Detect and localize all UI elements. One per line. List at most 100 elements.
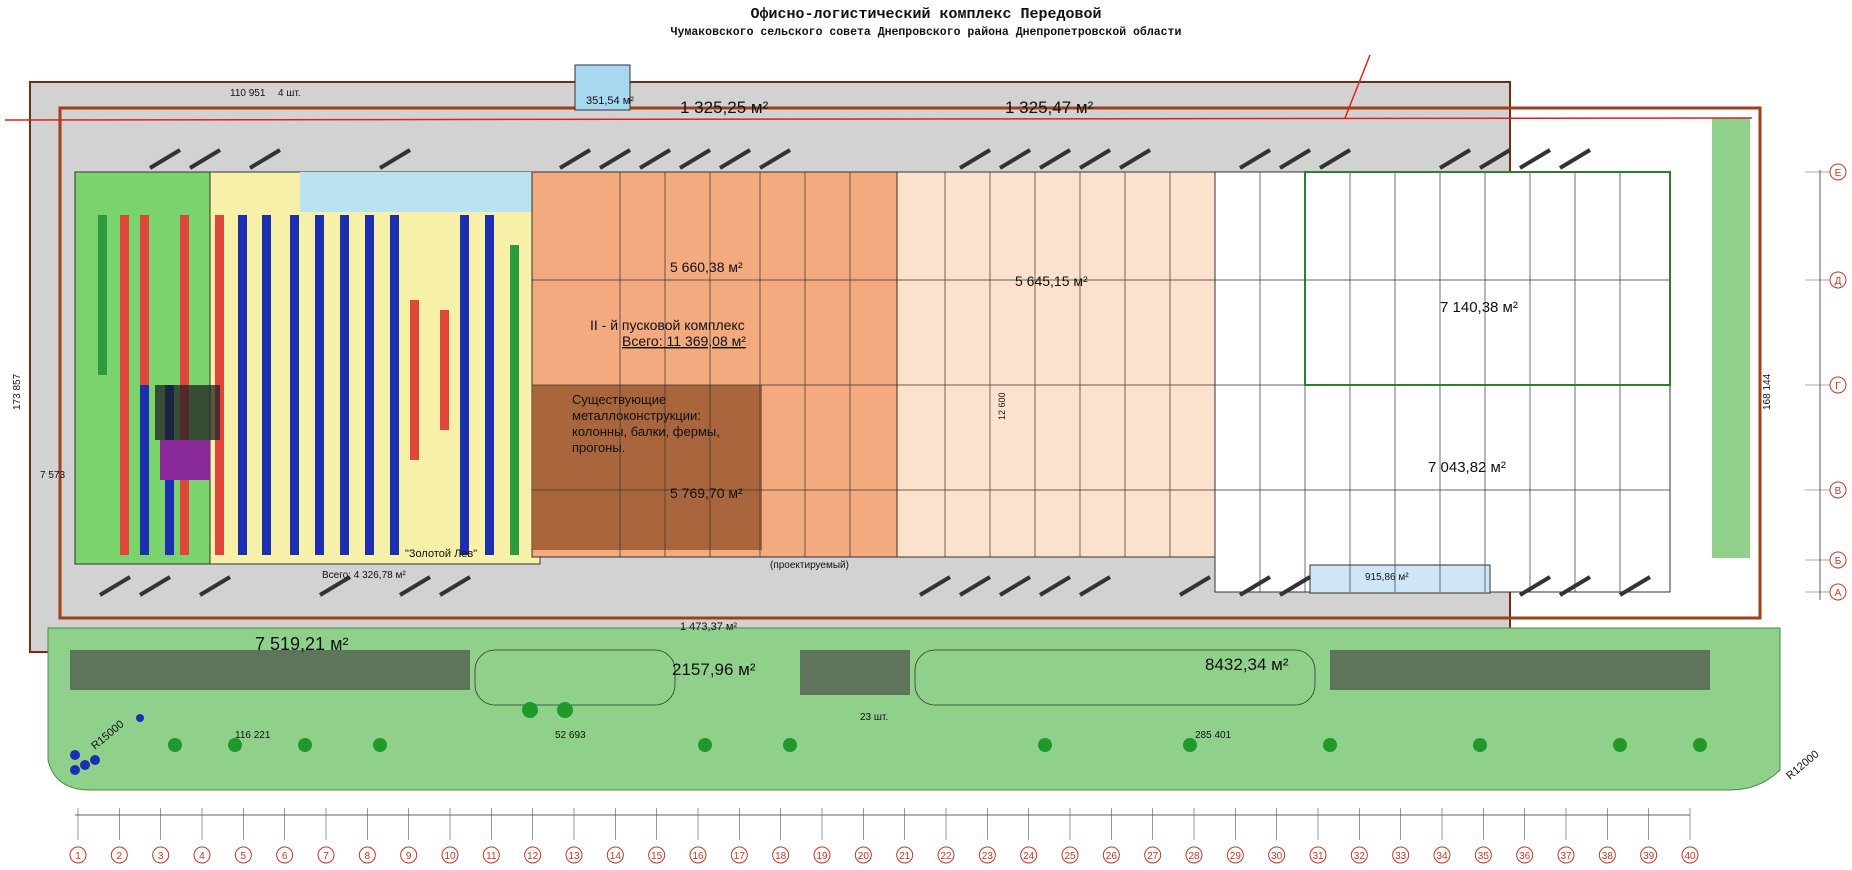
metal-line-1: Существующие bbox=[572, 392, 666, 407]
row-label: В bbox=[1835, 486, 1842, 497]
column-label: 37 bbox=[1560, 851, 1572, 862]
column-bubble bbox=[896, 846, 914, 864]
row-bubble bbox=[1829, 551, 1847, 569]
column-bubble bbox=[1061, 846, 1079, 864]
column-bubble bbox=[854, 846, 872, 864]
page-subtitle: Чумаковского сельского совета Днепровско… bbox=[670, 26, 1182, 39]
area-bottom-mid: 2157,96 м² bbox=[672, 660, 756, 679]
column-bubble bbox=[1185, 846, 1203, 864]
metal-line-4: прогоны. bbox=[572, 440, 625, 455]
column-bubble bbox=[1598, 846, 1616, 864]
column-label: 16 bbox=[692, 851, 704, 862]
row-label: Г bbox=[1835, 381, 1841, 392]
parking-rows bbox=[70, 650, 1710, 695]
area-mid: 5 645,15 м² bbox=[1015, 273, 1088, 289]
column-bubble bbox=[1350, 846, 1368, 864]
purple-zone bbox=[160, 440, 210, 480]
column-bubble bbox=[689, 846, 707, 864]
column-label: 10 bbox=[444, 851, 456, 862]
column-label: 29 bbox=[1230, 851, 1242, 862]
row-bubble bbox=[1829, 163, 1847, 181]
column-label: 28 bbox=[1188, 851, 1200, 862]
area-top-right: 1 325,47 м² bbox=[1005, 98, 1094, 117]
column-label: 30 bbox=[1271, 851, 1283, 862]
column-label: 15 bbox=[651, 851, 663, 862]
column-bubble bbox=[317, 846, 335, 864]
row-bubble bbox=[1829, 271, 1847, 289]
dim-116: 116 221 bbox=[235, 730, 271, 741]
column-bubble bbox=[69, 846, 87, 864]
black-zone bbox=[155, 385, 220, 440]
column-bubble bbox=[1309, 846, 1327, 864]
column-bubble bbox=[772, 846, 790, 864]
phase2-title: II - й пусковой комплекс bbox=[590, 317, 745, 333]
building-outline bbox=[58, 106, 1762, 620]
area-bottom-left: 7 519,21 м² bbox=[255, 634, 348, 654]
column-bubble bbox=[937, 846, 955, 864]
width-1473-label: 1 473,37 м² bbox=[680, 621, 737, 633]
column-label: 2 bbox=[117, 851, 123, 862]
column-bubble bbox=[524, 846, 542, 864]
row-bubble bbox=[1829, 481, 1847, 499]
column-bubble bbox=[110, 846, 128, 864]
boundary-line bbox=[4, 117, 1753, 121]
column-label: 20 bbox=[858, 851, 870, 862]
area-bottom-right: 8432,34 м² bbox=[1205, 655, 1289, 674]
vsego-label: Всего: 4 326,78 м² bbox=[322, 570, 406, 581]
dim-12600: 12 600 bbox=[997, 392, 1007, 420]
row-label: Е bbox=[1835, 168, 1842, 179]
column-bubble bbox=[1226, 846, 1244, 864]
column-label: 31 bbox=[1312, 851, 1324, 862]
top-dim: 110 951 bbox=[230, 88, 266, 99]
column-label: 19 bbox=[816, 851, 828, 862]
column-bubble bbox=[1268, 846, 1286, 864]
column-label: 27 bbox=[1147, 851, 1159, 862]
area-lower-mid: 5 769,70 м² bbox=[670, 485, 743, 501]
column-bubble bbox=[606, 846, 624, 864]
column-bubble bbox=[1392, 846, 1410, 864]
column-bubble bbox=[1144, 846, 1162, 864]
metal-line-2: металлоконструкции: bbox=[572, 408, 701, 423]
column-label: 38 bbox=[1602, 851, 1614, 862]
column-label: 40 bbox=[1684, 851, 1696, 862]
light-blue-block bbox=[1309, 564, 1491, 594]
left-dim: 173 857 bbox=[12, 373, 23, 410]
column-label: 8 bbox=[365, 851, 371, 862]
zolotoy-lev-label: "Золотой Лев" bbox=[405, 548, 477, 560]
page-title: Офисно-логистический комплекс Передовой bbox=[750, 6, 1102, 23]
column-label: 12 bbox=[527, 851, 539, 862]
column-label: 24 bbox=[1023, 851, 1035, 862]
column-label: 11 bbox=[486, 851, 497, 862]
east-lawn bbox=[1712, 118, 1750, 558]
column-label: 26 bbox=[1106, 851, 1118, 862]
peach-block bbox=[896, 171, 1216, 558]
column-bubble bbox=[193, 846, 211, 864]
area-phase2: 5 660,38 м² bbox=[670, 259, 743, 275]
column-bubble bbox=[276, 846, 294, 864]
rack-rows-green bbox=[98, 215, 519, 555]
column-bubble bbox=[565, 846, 583, 864]
column-label: 14 bbox=[610, 851, 622, 862]
area-outbuilding: 351,54 м² bbox=[586, 95, 634, 107]
area-right-bottom: 7 043,82 м² bbox=[1428, 459, 1506, 476]
dim-52: 52 693 bbox=[555, 730, 586, 741]
area-right-top: 7 140,38 м² bbox=[1440, 299, 1518, 316]
column-bubble bbox=[1020, 846, 1038, 864]
column-label: 25 bbox=[1064, 851, 1076, 862]
row-bubble bbox=[1829, 376, 1847, 394]
dim-285: 285 401 bbox=[1195, 730, 1232, 741]
column-label: 39 bbox=[1643, 851, 1655, 862]
right-dim: 168 144 bbox=[1762, 373, 1773, 410]
dock-marks-top bbox=[148, 148, 1592, 170]
column-label: 1 bbox=[75, 851, 81, 862]
column-bubble bbox=[1433, 846, 1451, 864]
top-dim-count: 4 шт. bbox=[278, 88, 301, 99]
green-island-1 bbox=[474, 649, 676, 706]
column-label: 32 bbox=[1354, 851, 1366, 862]
outbuilding bbox=[574, 64, 631, 111]
row-label: Б bbox=[1835, 556, 1842, 567]
radius-right: R12000 bbox=[1784, 748, 1821, 782]
column-bubble bbox=[1102, 846, 1120, 864]
